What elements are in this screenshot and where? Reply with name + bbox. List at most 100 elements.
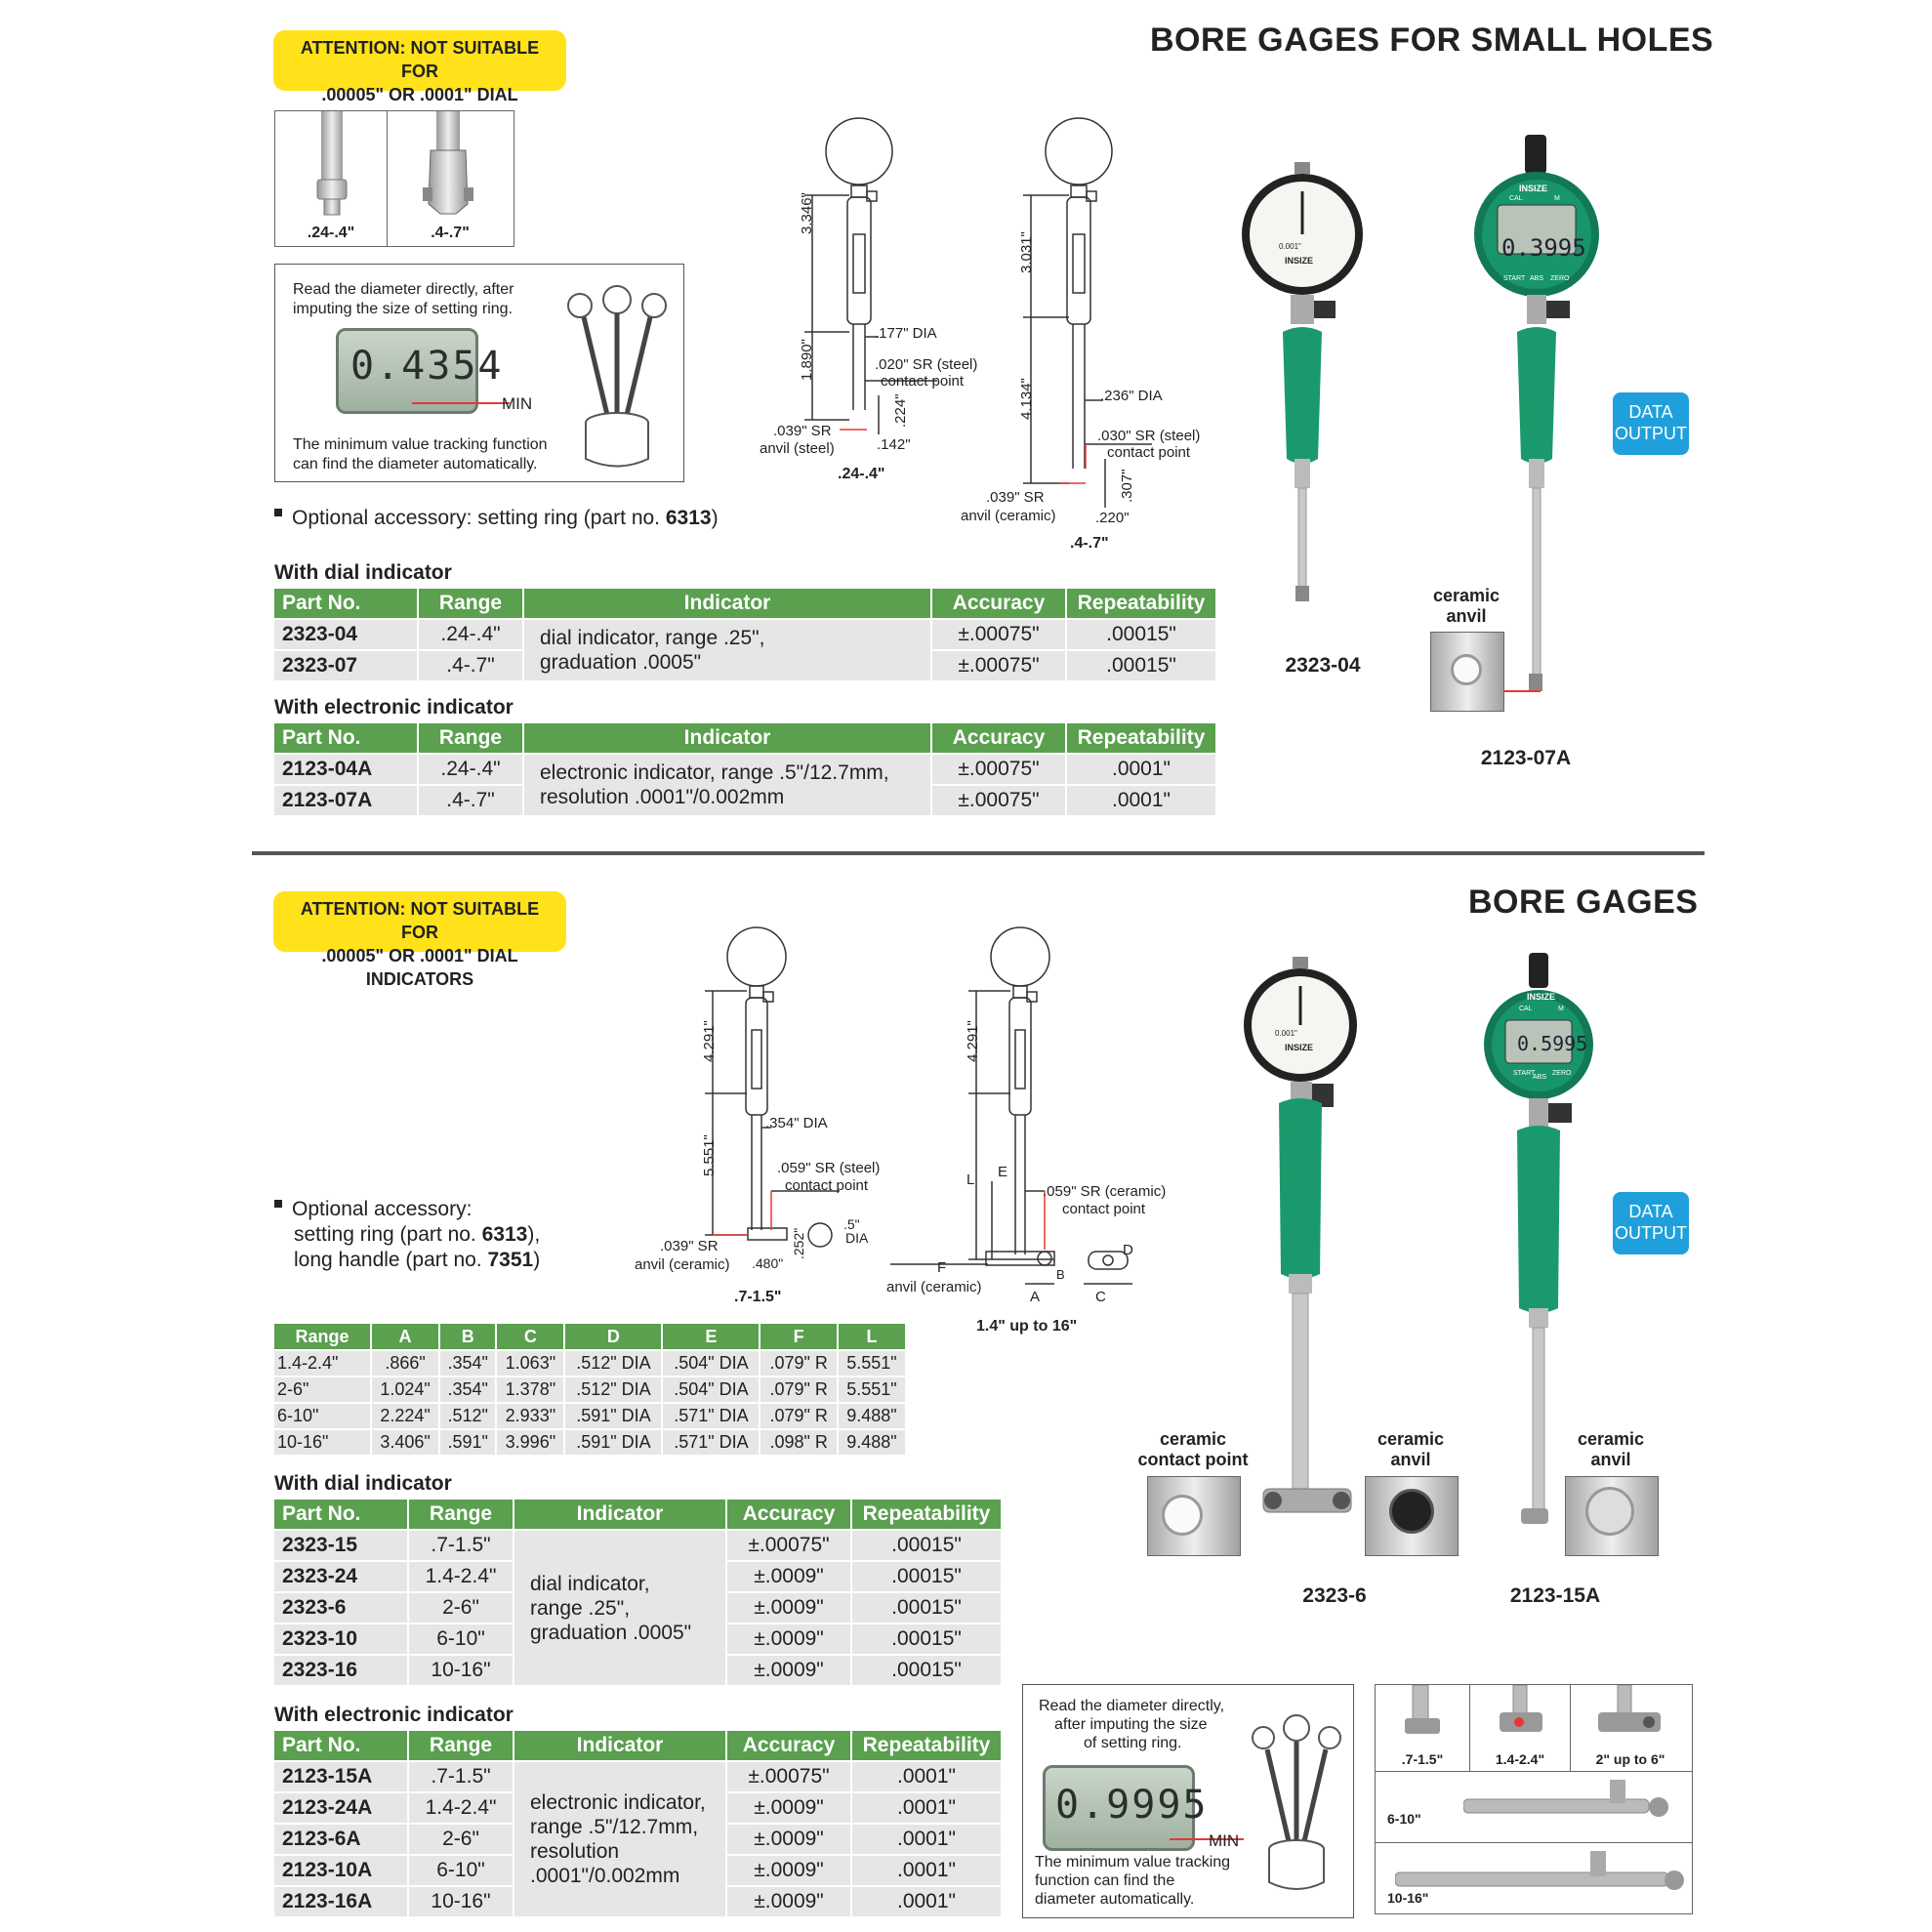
dims-cell: 3.996" bbox=[496, 1428, 566, 1455]
indicator-line: electronic indicator, bbox=[530, 1791, 706, 1814]
thumb-14-24: 1.4-2.4" bbox=[1470, 1684, 1571, 1771]
accessory-part-no: 6313 bbox=[481, 1223, 528, 1246]
col-repeatability: Repeatability bbox=[851, 1731, 1003, 1761]
col-accuracy: Accuracy bbox=[931, 723, 1067, 754]
optional-accessory-note-top: Optional accessory: setting ring (part n… bbox=[274, 506, 719, 531]
head-14-24-icon bbox=[1500, 1684, 1542, 1732]
dims-cell: 1.063" bbox=[496, 1349, 566, 1377]
elec-indicator-label-bottom: With electronic indicator bbox=[274, 1704, 514, 1726]
infobox-text-4: can find the diameter automatically. bbox=[293, 456, 538, 473]
anvil-b1-sr: .039" SR bbox=[660, 1238, 719, 1254]
col-part-no: Part No. bbox=[274, 723, 419, 754]
head-07-15-icon bbox=[1405, 1684, 1440, 1734]
cell-accuracy: ±.0009" bbox=[726, 1885, 852, 1916]
ceramic-dot bbox=[1389, 1489, 1434, 1534]
ceramic-label-line: anvil bbox=[1590, 1450, 1631, 1469]
cell-repeat: .00015" bbox=[851, 1623, 1003, 1655]
thumb-caption: 1.4-2.4" bbox=[1495, 1751, 1545, 1767]
thumb-07-15: .7-1.5" bbox=[1376, 1684, 1470, 1771]
head-thumbnails-bottom: .7-1.5" 1.4-2.4" 2" up to 6" 6-10" 10-16… bbox=[1375, 1684, 1693, 1914]
col-part-no: Part No. bbox=[274, 1500, 409, 1530]
digital-btn-start-bottom: START bbox=[1513, 1070, 1536, 1077]
table-row: 2323-15.7-1.5" dial indicator,range .25",… bbox=[274, 1529, 1003, 1685]
cell-range: .4-.7" bbox=[418, 784, 524, 815]
cell-range: .7-1.5" bbox=[408, 1529, 514, 1561]
setting-ring-illustration-icon bbox=[1252, 1714, 1341, 1890]
indicator-line: dial indicator, bbox=[530, 1572, 650, 1595]
dim-sr1-2: .030" SR (steel) bbox=[1097, 428, 1201, 444]
optional-accessory-note-bottom: Optional accessory: setting ring (part n… bbox=[274, 1197, 540, 1273]
ceramic-label-line: ceramic bbox=[1377, 1429, 1445, 1449]
dim-220: .220" bbox=[1095, 510, 1130, 526]
cell-repeat: .00015" bbox=[851, 1654, 1003, 1685]
dims-cell: .571" DIA bbox=[662, 1428, 761, 1455]
col-repeatability: Repeatability bbox=[851, 1500, 1003, 1530]
cell-accuracy: ±.00075" bbox=[931, 753, 1067, 785]
col-part-no: Part No. bbox=[274, 1731, 409, 1761]
ceramic-anvil-swatch-b2 bbox=[1565, 1476, 1659, 1556]
thumb-caption: .24-.4" bbox=[307, 225, 355, 241]
cell-repeat: .0001" bbox=[851, 1823, 1003, 1855]
dimensions-table: Range A B C D E F L 1.4-2.4".866".354"1.… bbox=[274, 1324, 908, 1455]
product-image-2323-6 bbox=[1244, 957, 1357, 1513]
indicator-line: range .25", bbox=[530, 1596, 631, 1620]
lcd-reading-product-top: 0.3995 bbox=[1501, 234, 1586, 262]
digital-btn-m-bottom: M bbox=[1558, 1006, 1564, 1012]
cell-part: 2323-15 bbox=[274, 1529, 409, 1561]
ceramic-anvil-swatch-top bbox=[1430, 632, 1504, 712]
anvil-2-type: anvil (ceramic) bbox=[961, 508, 1056, 524]
ceramic-anvil-swatch-b1 bbox=[1365, 1476, 1459, 1556]
cell-range: .7-1.5" bbox=[408, 1760, 514, 1792]
dim-len-bottom-2: 4.134" bbox=[1018, 378, 1035, 420]
thumb-caption: .7-1.5" bbox=[1401, 1751, 1444, 1767]
digital-btn-zero-top: ZERO bbox=[1550, 275, 1570, 282]
dims-cell: 9.488" bbox=[837, 1402, 908, 1429]
dim-sr1-b1: .059" SR (steel) bbox=[777, 1160, 881, 1176]
min-pointer-line bbox=[412, 402, 510, 404]
table-row: 6-10"2.224".512"2.933".591" DIA.571" DIA… bbox=[274, 1402, 908, 1429]
indicator-line: resolution .0001"/0.002mm bbox=[540, 786, 785, 808]
drawing-14-16 bbox=[890, 926, 1132, 1285]
cell-accuracy: ±.0009" bbox=[726, 1854, 852, 1886]
thumb-head-medium: .4-.7" bbox=[388, 111, 513, 246]
badge-line-2: OUTPUT bbox=[1615, 424, 1687, 443]
cell-range: 1.4-2.4" bbox=[408, 1791, 514, 1824]
dims-col: A bbox=[371, 1324, 441, 1350]
digital-btn-abs-bottom: ABS bbox=[1533, 1074, 1547, 1081]
drawing-range-1: .24-.4" bbox=[838, 466, 885, 482]
dial-indicator-table-bottom: Part No. Range Indicator Accuracy Repeat… bbox=[274, 1500, 1003, 1685]
elec-indicator-label-top: With electronic indicator bbox=[274, 696, 514, 719]
bullet-square bbox=[274, 1200, 282, 1209]
small-head-icon bbox=[316, 111, 348, 216]
section-divider bbox=[252, 851, 1705, 855]
cell-accuracy: ±.0009" bbox=[726, 1823, 852, 1855]
dims-cell: .079" R bbox=[760, 1376, 839, 1403]
indicator-line: dial indicator, range .25", bbox=[540, 627, 765, 649]
cell-range: .24-.4" bbox=[418, 753, 524, 785]
col-repeatability: Repeatability bbox=[1066, 723, 1217, 754]
dim-sr2-2: contact point bbox=[1107, 444, 1191, 461]
dims-col: E bbox=[662, 1324, 761, 1350]
anvil-b2-type: anvil (ceramic) bbox=[886, 1279, 982, 1295]
col-indicator: Indicator bbox=[523, 723, 932, 754]
accessory-line-1: Optional accessory: bbox=[274, 1197, 540, 1222]
anvil-b1-type: anvil (ceramic) bbox=[635, 1256, 730, 1273]
elec-indicator-table-top: Part No. Range Indicator Accuracy Repeat… bbox=[274, 723, 1217, 815]
cell-part: 2123-6A bbox=[274, 1823, 409, 1855]
min-pointer-line bbox=[1170, 1838, 1244, 1840]
dim-len-bottom-1: 1.890" bbox=[799, 339, 815, 381]
lcd-display: 0.9995 bbox=[1043, 1765, 1207, 1851]
drawing-07-15 bbox=[705, 926, 840, 1248]
dim-len-top-b1: 4.291" bbox=[701, 1020, 718, 1062]
cell-repeat: .0001" bbox=[851, 1791, 1003, 1824]
cell-part: 2323-10 bbox=[274, 1623, 409, 1655]
indicator-line: .0001"/0.002mm bbox=[530, 1865, 680, 1887]
cell-repeat: .00015" bbox=[1066, 618, 1217, 650]
digital-btn-cal-bottom: CAL bbox=[1519, 1006, 1533, 1012]
dims-col: F bbox=[760, 1324, 839, 1350]
ceramic-anvil-label-b1: ceramic anvil bbox=[1362, 1429, 1459, 1470]
product-label-2323-6: 2323-6 bbox=[1302, 1584, 1367, 1607]
col-accuracy: Accuracy bbox=[931, 589, 1067, 619]
dim-142: .142" bbox=[877, 436, 911, 453]
